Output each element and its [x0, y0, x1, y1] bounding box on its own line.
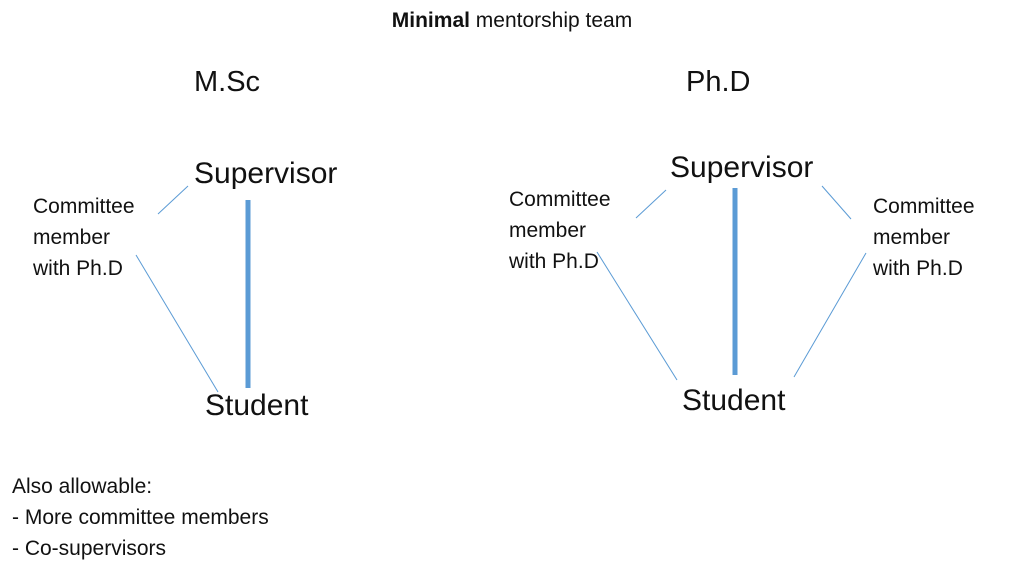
phd-left-committee-supervisor-link — [635, 189, 667, 219]
phd-right-committee-line: with Ph.D — [873, 257, 963, 280]
phd-left-committee-line: with Ph.D — [509, 250, 599, 273]
slide-title-bold: Minimal — [391, 9, 470, 32]
allowable-note-heading: Also allowable: — [12, 475, 153, 498]
allowable-note-item: - More committee members — [12, 506, 269, 529]
msc-committee-label: Committee member with Ph.D — [33, 191, 135, 284]
phd-left-committee-label: Committee member with Ph.D — [509, 184, 611, 277]
phd-right-committee-line: Committee — [873, 195, 975, 218]
phd-student-label: Student — [682, 384, 786, 417]
msc-student-label: Student — [205, 389, 309, 422]
phd-supervisor-label: Supervisor — [670, 151, 814, 184]
phd-heading: Ph.D — [686, 66, 751, 98]
phd-right-committee-student-link — [793, 252, 867, 378]
allowable-note: Also allowable: - More committee members… — [12, 471, 269, 564]
slide-title: Minimal mentorship team — [0, 9, 1024, 33]
msc-heading: M.Sc — [194, 66, 261, 98]
msc-committee-line: with Ph.D — [33, 257, 123, 280]
phd-right-committee-supervisor-link — [821, 185, 852, 220]
phd-right-committee-label: Committee member with Ph.D — [873, 191, 975, 284]
msc-committee-line: Committee — [33, 195, 135, 218]
msc-supervisor-label: Supervisor — [194, 157, 338, 190]
msc-committee-supervisor-link — [157, 185, 189, 215]
msc-committee-line: member — [33, 226, 111, 249]
phd-right-committee-line: member — [873, 226, 951, 249]
phd-left-committee-student-link — [596, 251, 678, 381]
msc-committee-student-link — [135, 254, 219, 393]
phd-left-committee-line: member — [509, 219, 587, 242]
slide-title-rest: mentorship team — [469, 9, 633, 32]
allowable-note-item: - Co-supervisors — [12, 537, 167, 560]
phd-left-committee-line: Committee — [509, 188, 611, 211]
